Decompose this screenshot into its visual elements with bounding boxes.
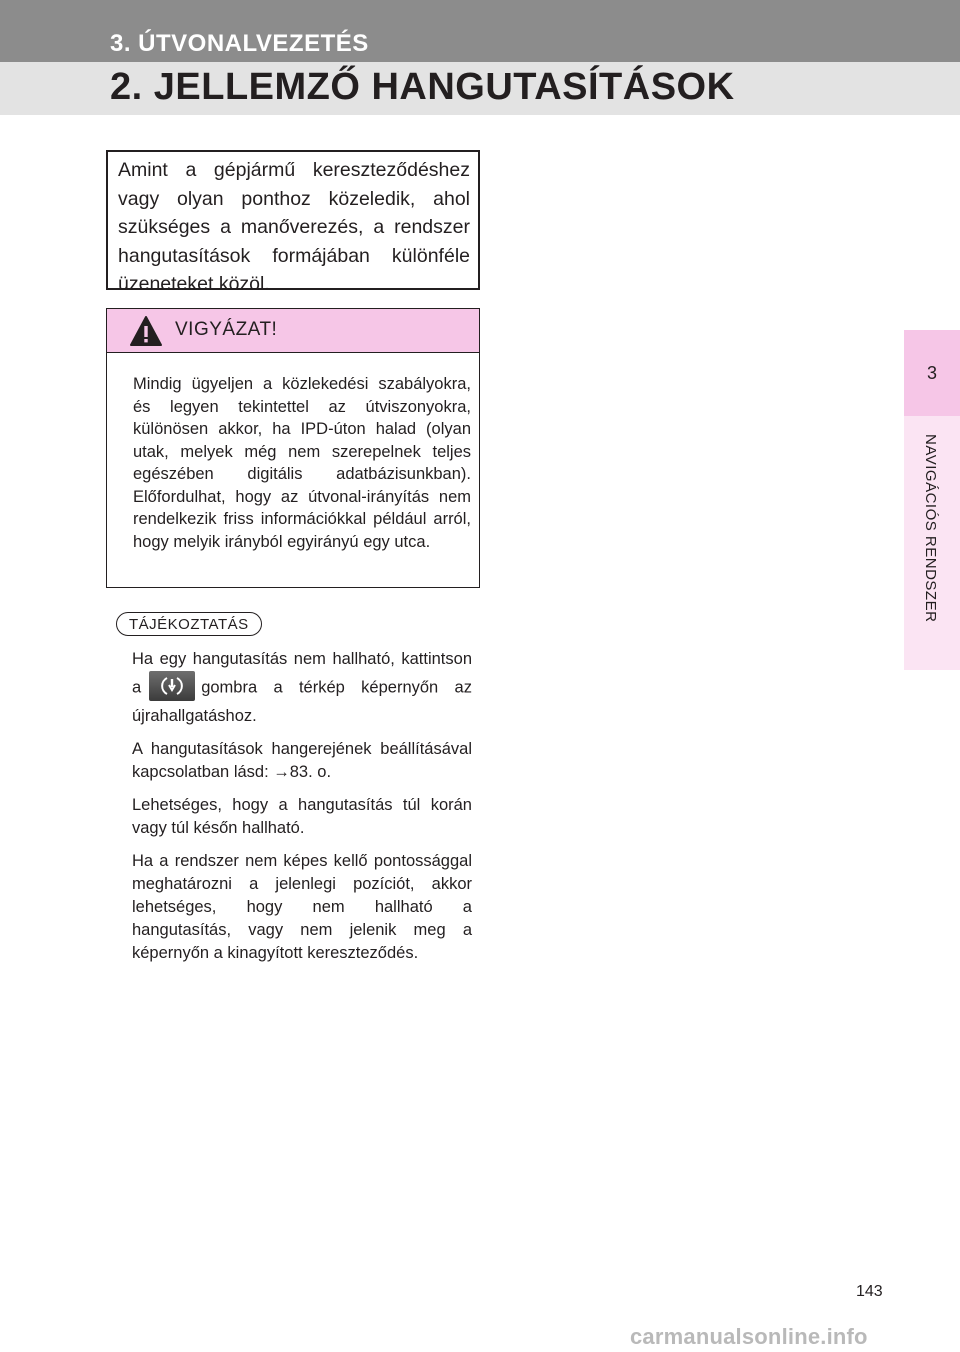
info-item: Ha a rendszer nem képes kellő pontosságg… (132, 852, 472, 962)
title-bar (0, 62, 960, 115)
watermark: carmanualsonline.info (630, 1324, 868, 1349)
caution-title: VIGYÁZAT! (175, 319, 278, 340)
info-item: Lehetséges, hogy a hangutasítás túl korá… (132, 796, 472, 837)
intro-text: Amint a gépjármű kereszteződéshez vagy o… (118, 159, 470, 295)
header-bar (0, 0, 960, 62)
info-section: Ha egy hangutasítás nem hallható, kattin… (132, 648, 472, 975)
chapter-tab: 3 (904, 330, 960, 416)
intro-box: Amint a gépjármű kereszteződéshez vagy o… (106, 150, 480, 295)
page-title: 2. JELLEMZŐ HANGUTASÍTÁSOK (110, 66, 735, 108)
info-item: Ha egy hangutasítás nem hallható, kattin… (132, 648, 472, 728)
chapter-number: 3 (926, 362, 937, 383)
chapter-label: NAVIGÁCIÓS RENDSZER (922, 434, 939, 623)
warning-icon (130, 316, 162, 346)
chapter-label-tab: NAVIGÁCIÓS RENDSZER (904, 416, 960, 670)
info-item: A hangutasítások hangerejének beállításá… (132, 740, 472, 781)
section-label: 3. ÚTVONALVEZETÉS (110, 30, 369, 57)
page-number: 143 (856, 1283, 883, 1300)
info-item-text: Ha egy hangutasítás nem hallható, kattin… (132, 650, 472, 697)
caution-text: Mindig ügyeljen a közlekedési szabályokr… (133, 375, 471, 551)
info-label: TÁJÉKOZTATÁS (116, 612, 262, 636)
caution-box: VIGYÁZAT! Mindig ügyeljen a közlekedési … (106, 308, 480, 588)
voice-guidance-button (149, 671, 196, 701)
info-item-text: gombra a térkép képernyőn az újrahallgat… (132, 678, 472, 725)
voice-guidance-icon (161, 677, 184, 695)
caution-header: VIGYÁZAT! (107, 309, 479, 353)
